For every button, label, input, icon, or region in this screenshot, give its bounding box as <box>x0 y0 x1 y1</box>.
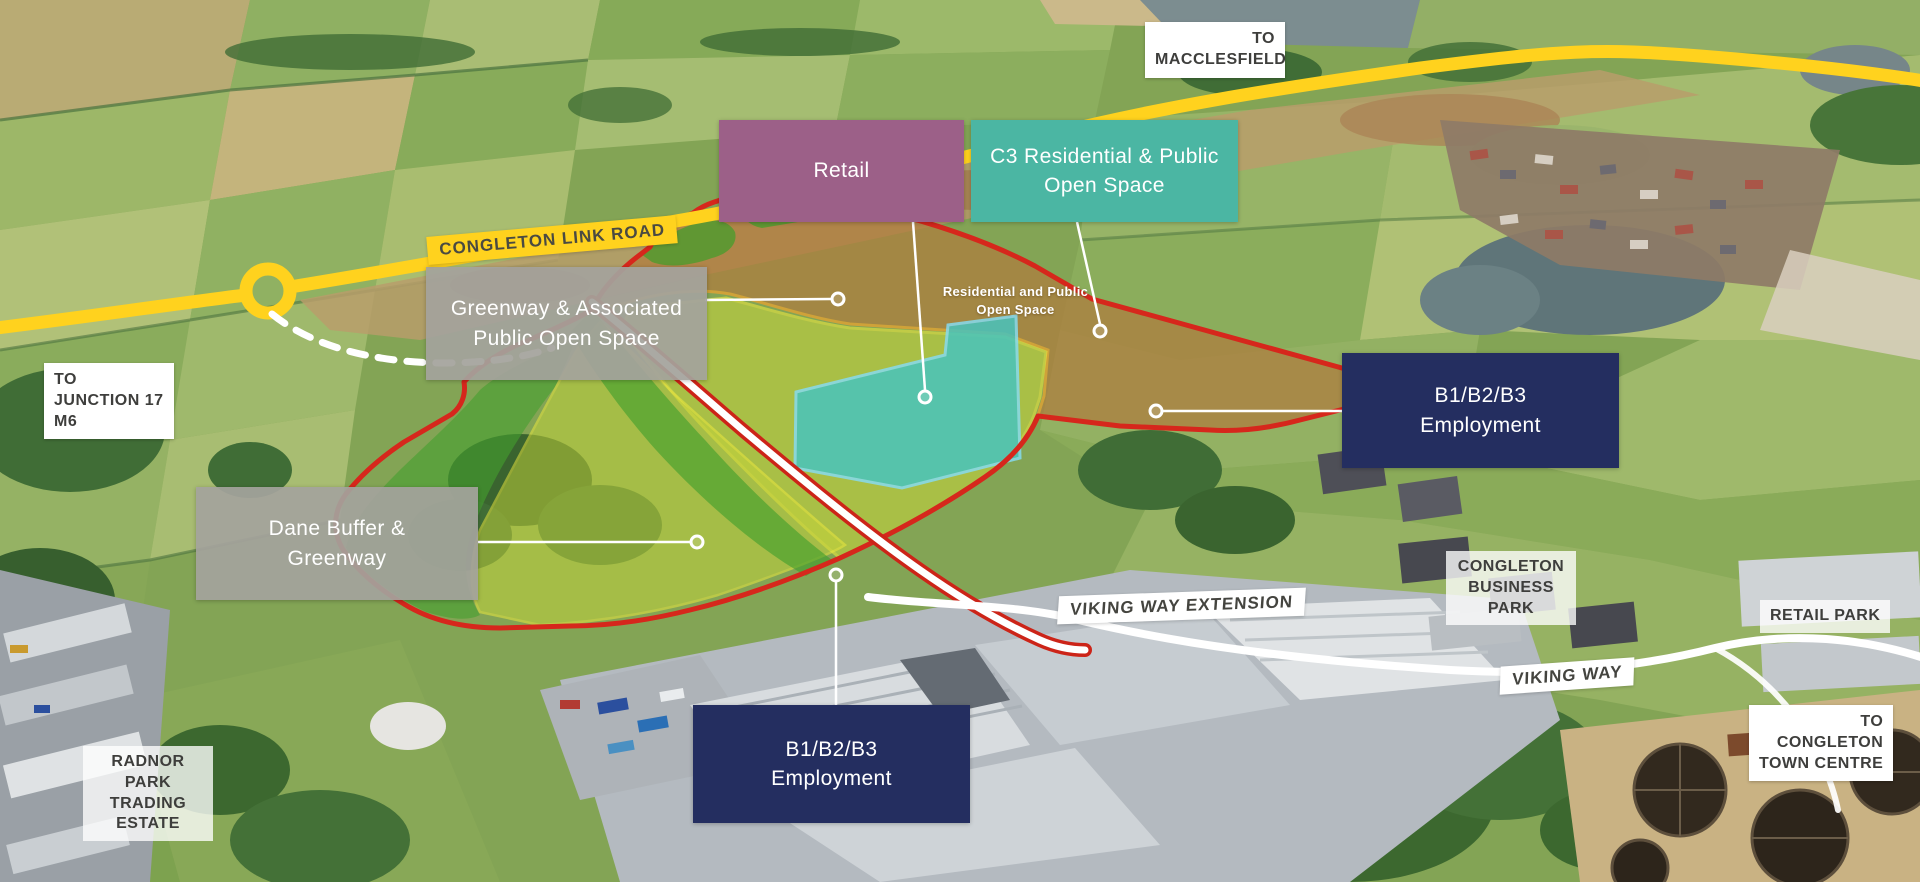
leader-lines <box>478 221 1342 705</box>
place-label-retail-park: RETAIL PARK <box>1760 600 1891 633</box>
zone-label: Dane Buffer & Greenway <box>268 517 406 570</box>
link-road-west <box>0 288 247 335</box>
direction-label-junction-17-m6: TO JUNCTION 17 M6 <box>44 363 174 440</box>
place-label-radnor-park: RADNOR PARK TRADING ESTATE <box>83 746 213 842</box>
greenway-pocket-a <box>641 220 736 266</box>
place-label-congleton-business-park: CONGLETON BUSINESS PARK <box>1446 551 1576 626</box>
zone-label: B1/B2/B3 Employment <box>1420 384 1541 437</box>
retail-plot-polygon <box>793 314 1022 490</box>
direction-label-macclesfield: TO MACCLESFIELD <box>1145 22 1286 78</box>
zone-box-dane-buffer: Dane Buffer & Greenway <box>196 487 478 600</box>
zone-label: B1/B2/B3 Employment <box>771 737 892 790</box>
zone-label: C3 Residential & Public Open Space <box>990 144 1219 197</box>
zone-label: Greenway & Associated Public Open Space <box>450 297 683 350</box>
housing-estate <box>1440 120 1920 360</box>
direction-label-congleton-town-centre: TO CONGLETON TOWN CENTRE <box>1749 705 1894 782</box>
zone-box-retail: Retail <box>719 120 964 222</box>
roundabout <box>239 262 297 320</box>
water-treatment-works <box>1560 690 1920 882</box>
zone-box-greenway: Greenway & Associated Public Open Space <box>426 267 707 380</box>
zone-box-employment-south: B1/B2/B3 Employment <box>693 705 970 823</box>
zone-label: Retail <box>813 159 870 183</box>
zone-box-employment-ne: B1/B2/B3 Employment <box>1342 353 1619 468</box>
map-note-residential-open-space: Residential and Public Open Space <box>942 284 1089 317</box>
zone-box-c3-residential: C3 Residential & Public Open Space <box>971 120 1238 222</box>
viking-way-road <box>864 593 1920 676</box>
employment-field-lower-polygon <box>470 320 848 627</box>
